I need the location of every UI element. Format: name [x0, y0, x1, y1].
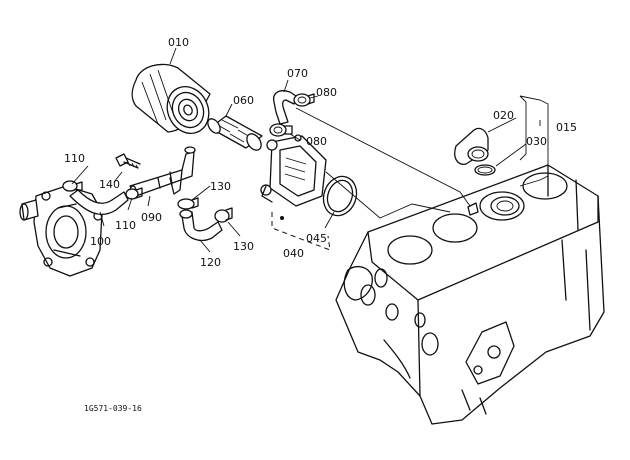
hose-clamp-top: [293, 93, 315, 107]
hose-lower-right: [179, 209, 223, 242]
oil-filter: [131, 63, 211, 134]
label-110-left: 110: [64, 152, 85, 165]
hose-clamp-upper-right: [177, 197, 199, 210]
label-070: 070: [287, 67, 308, 80]
filter-fitting: [207, 115, 263, 151]
label-030: 030: [526, 135, 547, 148]
oil-cooler: [260, 134, 327, 220]
label-130-upper: 130: [210, 180, 231, 193]
hose-clamp-middle: [269, 123, 293, 137]
engine-block: [335, 164, 605, 425]
label-060: 060: [233, 94, 254, 107]
label-040: 040: [283, 247, 304, 260]
hose-clamp-left: [62, 180, 83, 192]
label-110-pipe: 110: [115, 219, 136, 232]
filler-cap-o-ring: [474, 164, 496, 176]
label-080-top: 080: [316, 86, 337, 99]
filler-cap: [454, 127, 489, 165]
label-080-middle: 080: [306, 135, 327, 148]
label-140: 140: [99, 178, 120, 191]
leader-lines: [71, 47, 527, 253]
label-120: 120: [200, 256, 221, 269]
label-130-lower: 130: [233, 240, 254, 253]
figure-code: 1G571-039-16: [84, 404, 142, 413]
label-010: 010: [168, 36, 189, 49]
hose-clamp-lower-right: [214, 207, 233, 223]
label-100: 100: [90, 235, 111, 248]
bolt: [115, 153, 141, 169]
alignment-lines: [271, 95, 549, 251]
label-015: 015: [556, 121, 577, 134]
label-090: 090: [141, 211, 162, 224]
label-045: 045: [306, 232, 327, 245]
o-ring-gasket: [322, 175, 358, 217]
hose-upper: [272, 90, 297, 125]
hose-lower-left: [69, 189, 129, 215]
label-020: 020: [493, 109, 514, 122]
